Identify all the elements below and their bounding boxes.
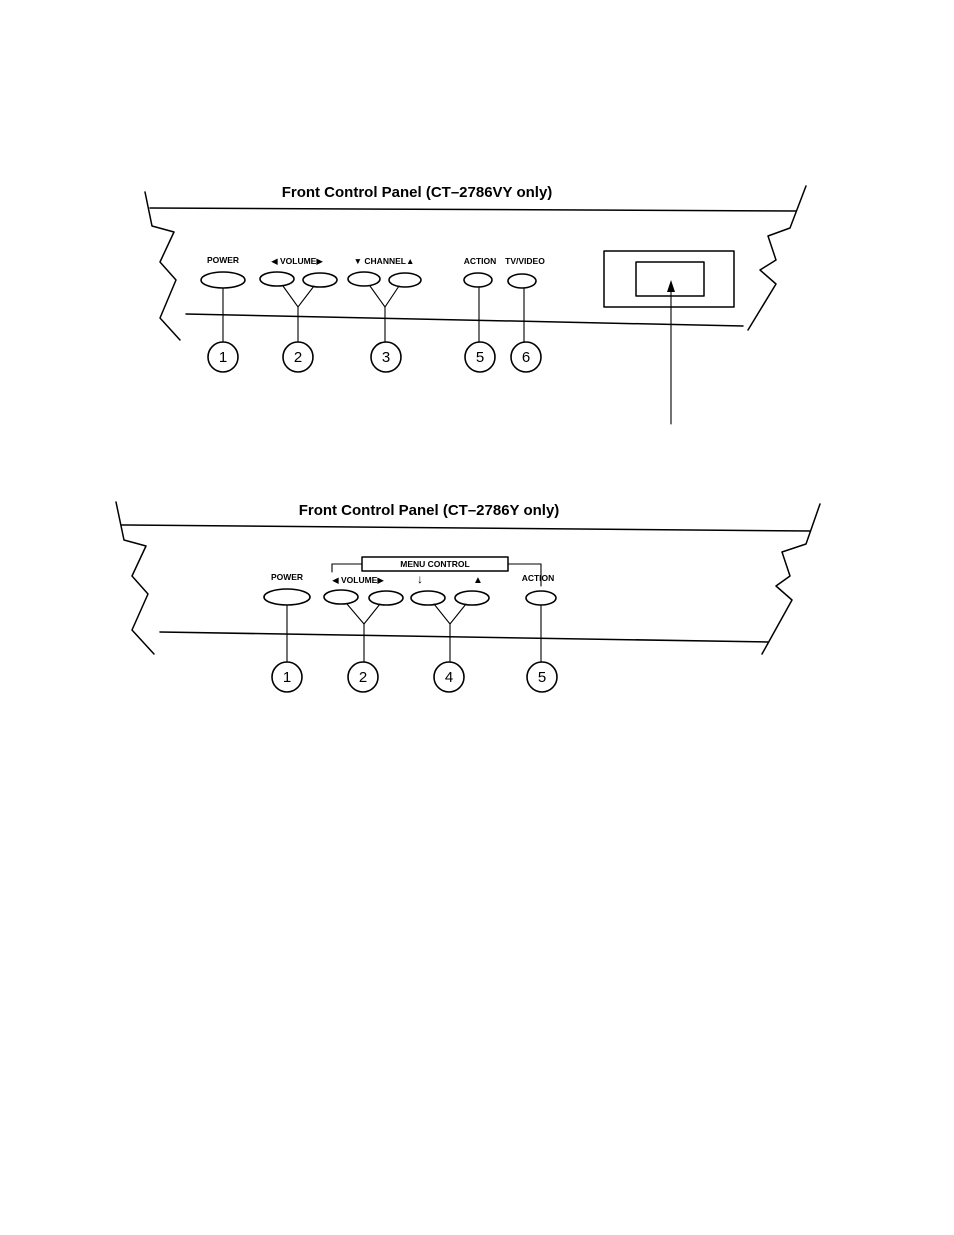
svg-text:2: 2 <box>294 349 302 366</box>
svg-text:4: 4 <box>445 669 453 686</box>
svg-text:1: 1 <box>219 349 227 366</box>
volume-up-button[interactable] <box>303 273 337 287</box>
action-label: ACTION <box>464 256 497 266</box>
callout-6: 6 <box>511 342 541 372</box>
panel-bottom-title: Front Control Panel (CT–2786Y only) <box>299 502 560 519</box>
menu-up-button[interactable] <box>455 591 489 605</box>
menu-down-button[interactable] <box>411 591 445 605</box>
power-label-bottom: POWER <box>271 572 303 582</box>
callout-1: 1 <box>208 342 238 372</box>
callout-3: 3 <box>371 342 401 372</box>
svg-text:3: 3 <box>382 349 390 366</box>
callout-5: 5 <box>465 342 495 372</box>
svg-text:5: 5 <box>538 669 546 686</box>
panel-top-leaders <box>223 286 524 343</box>
svg-text:1: 1 <box>283 669 291 686</box>
action-button[interactable] <box>464 273 492 287</box>
callout-4-bottom: 4 <box>434 662 464 692</box>
display-window <box>604 251 734 424</box>
callout-2: 2 <box>283 342 313 372</box>
panel-bottom: Front Control Panel (CT–2786Y only) MENU… <box>116 502 820 692</box>
tv-video-button[interactable] <box>508 274 536 288</box>
channel-down-button[interactable] <box>348 272 380 286</box>
svg-text:5: 5 <box>476 349 484 366</box>
panel-top-title: Front Control Panel (CT–2786VY only) <box>282 184 553 201</box>
up-arrow-label: ▲ <box>473 575 483 586</box>
volume-up-button-bottom[interactable] <box>369 591 403 605</box>
svg-text:2: 2 <box>359 669 367 686</box>
action-button-bottom[interactable] <box>526 591 556 605</box>
power-button[interactable] <box>201 272 245 288</box>
tv-video-label: TV/VIDEO <box>505 256 545 266</box>
down-arrow-label: ↓ <box>417 572 423 586</box>
volume-label: ◀ VOLUME▶ <box>271 256 323 266</box>
volume-label-bottom: ◀ VOLUME▶ <box>332 575 384 585</box>
power-button-bottom[interactable] <box>264 589 310 605</box>
panel-top: Front Control Panel (CT–2786VY only) POW… <box>145 184 806 424</box>
channel-up-button[interactable] <box>389 273 421 287</box>
callout-1-bottom: 1 <box>272 662 302 692</box>
menu-control-label: MENU CONTROL <box>400 559 469 569</box>
callout-2-bottom: 2 <box>348 662 378 692</box>
power-label: POWER <box>207 255 239 265</box>
volume-down-button[interactable] <box>260 272 294 286</box>
volume-down-button-bottom[interactable] <box>324 590 358 604</box>
channel-label: ▼ CHANNEL▲ <box>354 256 415 266</box>
svg-text:6: 6 <box>522 349 530 366</box>
action-label-bottom: ACTION <box>522 573 555 583</box>
arrow-up-icon <box>667 280 675 292</box>
callout-5-bottom: 5 <box>527 662 557 692</box>
panel-bottom-outline <box>116 502 820 654</box>
panel-bottom-leaders <box>287 604 541 662</box>
